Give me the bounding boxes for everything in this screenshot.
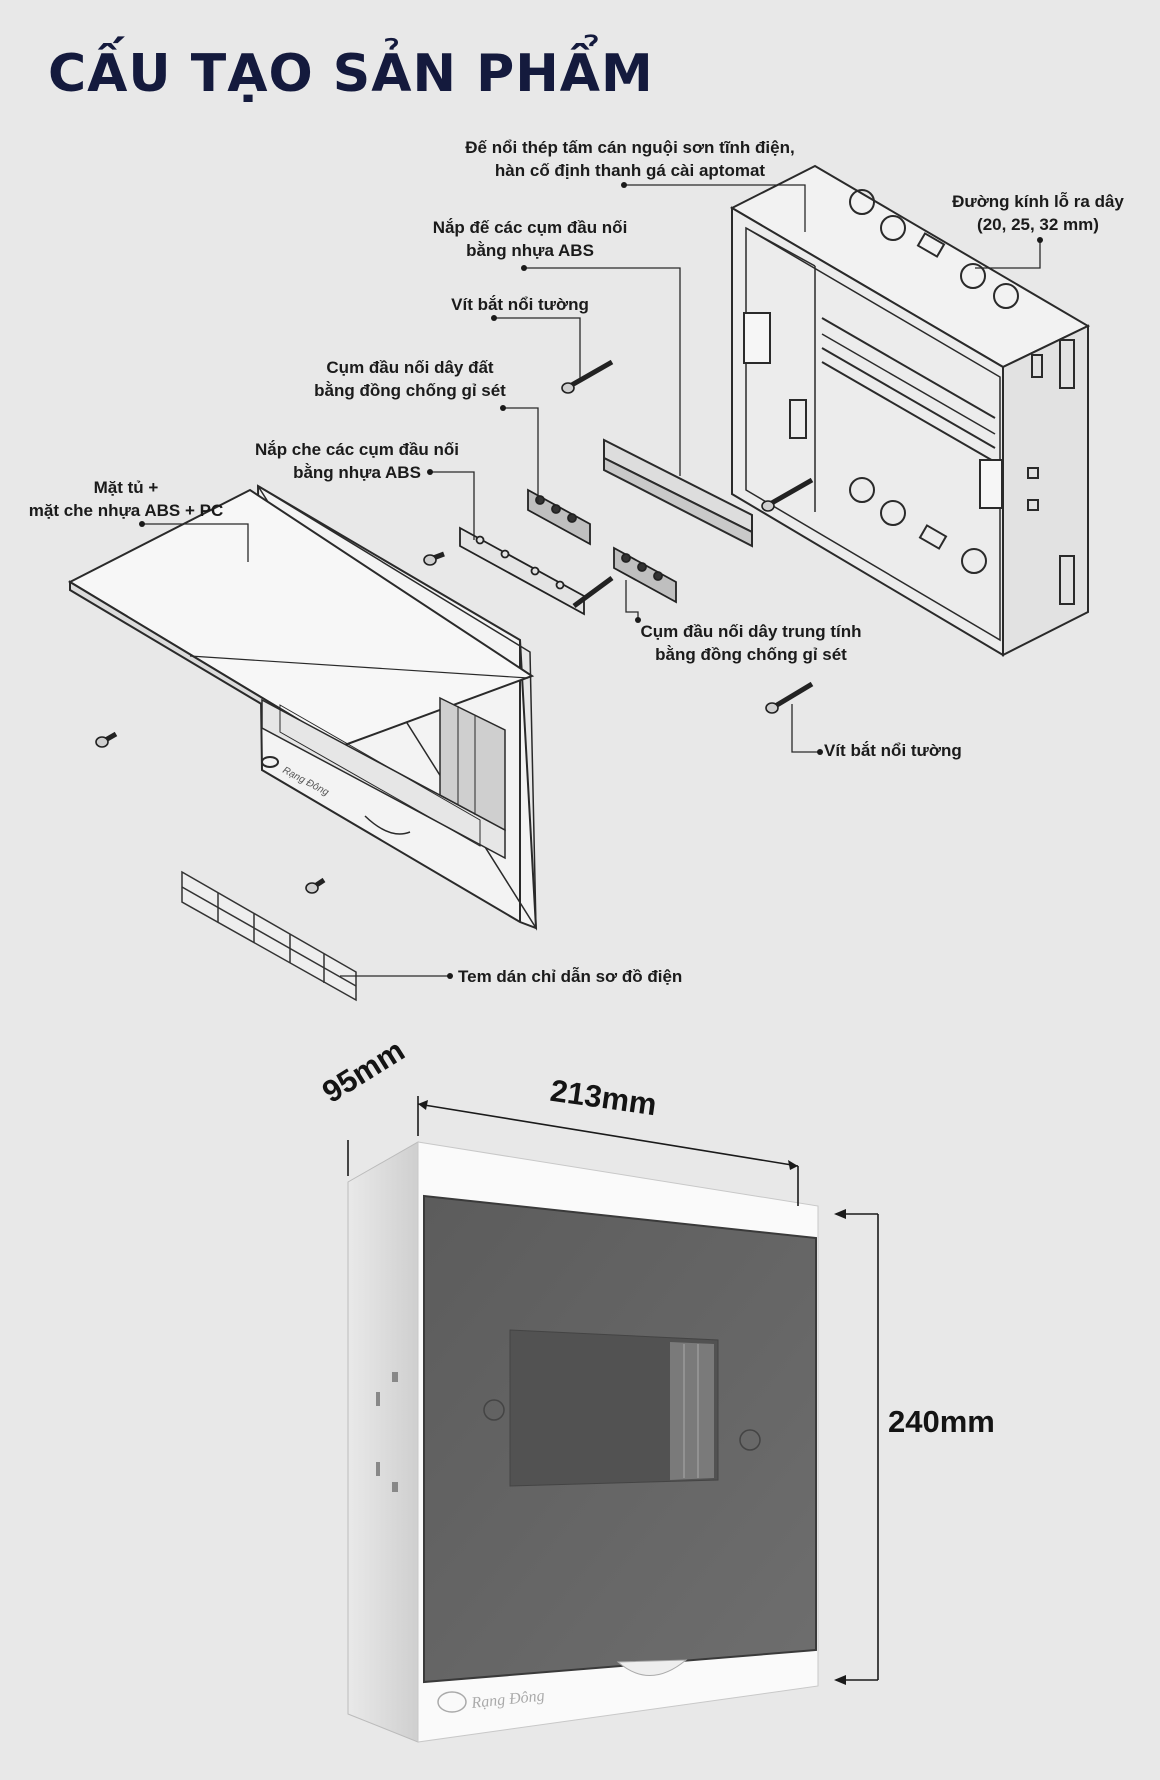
terminal-cover (459, 526, 585, 616)
screw-panel-1 (423, 551, 445, 566)
leader-dots (139, 182, 1043, 979)
terminal-base-cover (603, 438, 753, 548)
screw-terminal (572, 575, 614, 609)
label-sticker (181, 870, 357, 1002)
label-base-plate: Đế nổi thép tấm cán nguội sơn tĩnh điện,… (465, 138, 795, 180)
label-sticker: Tem dán chỉ dẫn sơ đồ điện (458, 967, 683, 986)
screw-panel-2 (95, 731, 118, 748)
screw-bottom (765, 681, 814, 714)
screw-top (561, 359, 614, 394)
screws (95, 359, 814, 894)
front-panel: Rạng Đông (67, 484, 538, 931)
metal-base-box (729, 164, 1091, 657)
screw-box (761, 477, 814, 512)
label-wall-screw-top: Vít bắt nổi tường (451, 295, 589, 314)
label-front-panel: Mặt tủ +mặt che nhựa ABS + PC (28, 478, 224, 520)
label-hole-diameter: Đường kính lỗ ra dây(20, 25, 32 mm) (952, 192, 1124, 234)
page-title: CẤU TẠO SẢN PHẨM (48, 44, 654, 104)
earth-terminal (527, 488, 591, 546)
screw-panel-3 (305, 877, 326, 894)
neutral-terminal (613, 546, 677, 604)
label-wall-screw-bottom: Vít bắt nổi tường (824, 741, 962, 760)
dimension-arrows (418, 1100, 846, 1685)
leader-lines (142, 184, 1041, 977)
product-photo: Rạng Đông (347, 1141, 819, 1743)
cable-hole (960, 263, 986, 289)
dimension-height: 240mm (888, 1404, 995, 1439)
